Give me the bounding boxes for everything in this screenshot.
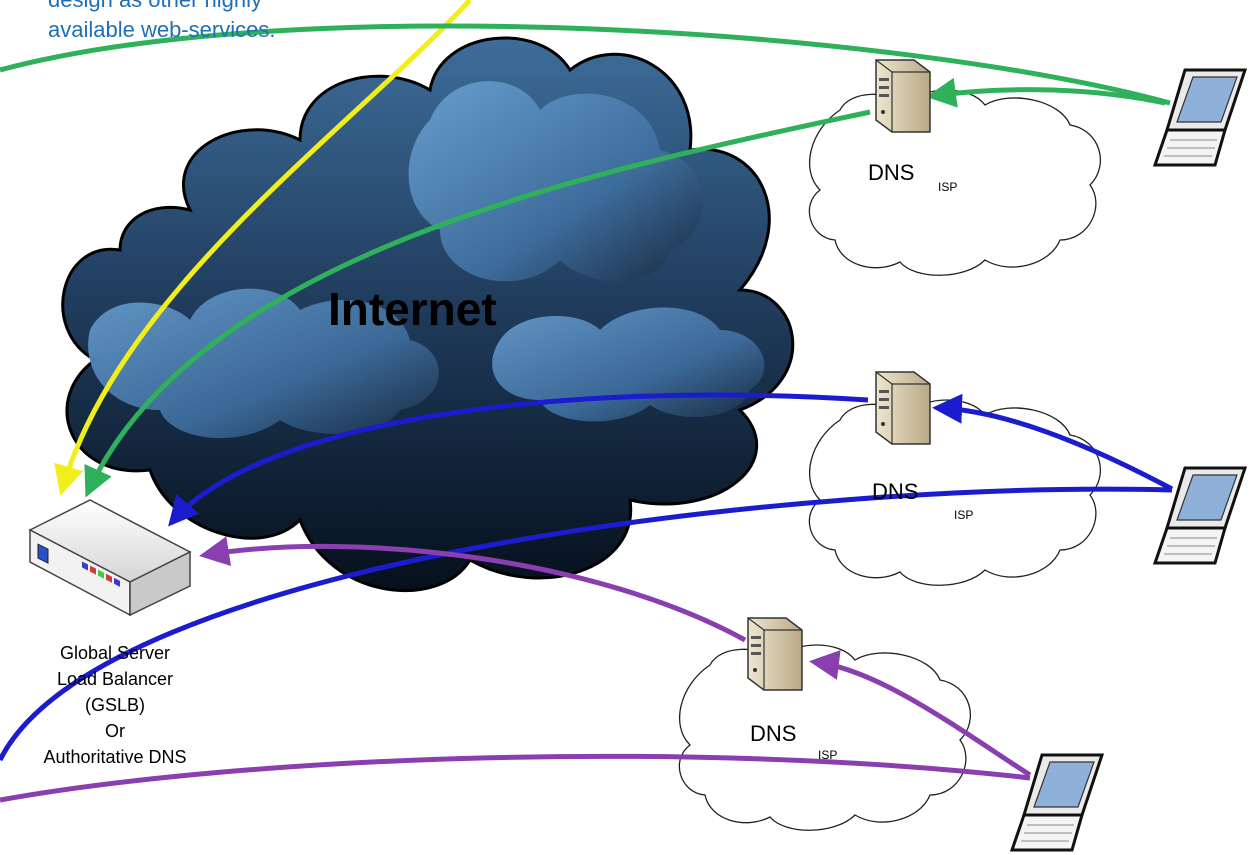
purple-arrow-bottom xyxy=(0,753,1031,803)
caption-line-2: available web-services. xyxy=(48,17,276,42)
blue-arrow-to-gslb xyxy=(168,392,869,527)
load-balancer-icon xyxy=(28,499,192,617)
dns-label: DNS xyxy=(750,721,797,746)
laptop-icon xyxy=(1152,68,1248,167)
laptop-icon xyxy=(1152,466,1248,565)
yellow-arrow xyxy=(54,0,472,496)
green-arrow-resolver xyxy=(926,77,1166,108)
internet-label: Internet xyxy=(328,283,497,335)
laptop-icon xyxy=(1009,753,1105,852)
isp-label: ISP xyxy=(954,508,974,522)
caption: design as other highly available web-ser… xyxy=(48,0,368,45)
purple-arrow-resolver xyxy=(809,650,1032,778)
gslb-label: Global Server Load Balancer (GSLB) Or Au… xyxy=(20,640,210,770)
dns-server-icon xyxy=(747,617,803,691)
purple-arrow-to-gslb xyxy=(199,536,747,643)
green-arrow-to-gslb xyxy=(84,109,871,498)
dns-label: DNS xyxy=(868,160,915,185)
dns-label: DNS xyxy=(872,479,919,504)
blue-arrow-bottom xyxy=(0,486,1173,762)
dns-server-icon xyxy=(875,371,931,445)
isp-label: ISP xyxy=(938,180,958,194)
caption-line-1: design as other highly xyxy=(48,0,368,15)
gslb-line-2: Load Balancer xyxy=(56,669,174,689)
gslb-line-4: Or xyxy=(105,721,125,741)
gslb-line-3: (GSLB) xyxy=(84,695,145,715)
blue-arrow-resolver xyxy=(932,393,1174,492)
isp-label: ISP xyxy=(818,748,838,762)
green-arrow-top xyxy=(0,23,1171,106)
gslb-line-1: Global Server xyxy=(59,643,171,663)
internet-cloud xyxy=(61,36,795,592)
isp-cloud-3 xyxy=(678,644,971,831)
gslb-line-5: Authoritative DNS xyxy=(43,747,187,767)
dns-server-icon xyxy=(875,59,931,133)
